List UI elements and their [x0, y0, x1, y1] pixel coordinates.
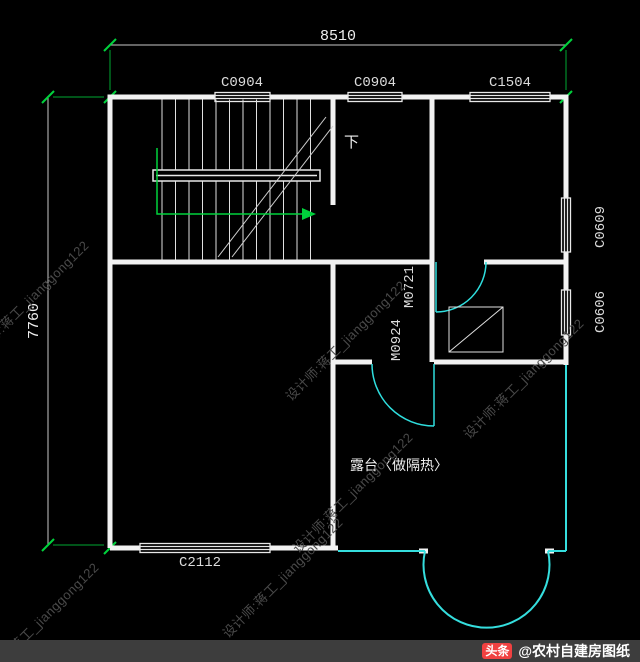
- door-m0721-symbol: [435, 261, 487, 313]
- staircase: [152, 99, 334, 260]
- window-c0904-2-symbol: [347, 91, 403, 103]
- window-c1504-symbol: [469, 91, 551, 103]
- door-label-m0721: M0721: [402, 266, 418, 308]
- window-c0609-symbol: [560, 197, 572, 253]
- window-symbols: [139, 91, 572, 554]
- terrace-label: 露台〈做隔热〉: [350, 458, 448, 475]
- dimension-width-label: 8510: [320, 28, 356, 45]
- dimension-lines: [47, 44, 566, 545]
- door-label-m0924: M0924: [389, 319, 405, 361]
- dimension-tick-marks: [41, 38, 573, 555]
- window-label-c0904-1: C0904: [221, 75, 263, 91]
- dimension-height-label: 7760: [26, 303, 43, 339]
- door-symbols: [371, 261, 487, 427]
- window-label-c0609: C0609: [593, 206, 609, 248]
- terrace-bay-arc: [422, 550, 551, 629]
- stair-break-line: [217, 116, 334, 258]
- dimension-extension-lines: [53, 50, 567, 546]
- door-m0924-symbol: [371, 363, 435, 427]
- toutiao-attribution-bar: 头条 @农村自建房图纸: [0, 640, 640, 662]
- stair-handrail: [152, 169, 321, 182]
- stair-down-label: 下: [344, 135, 359, 152]
- window-label-c0904-2: C0904: [354, 75, 396, 91]
- stair-direction-arrow: [156, 148, 316, 220]
- bathroom-fixture: [448, 306, 504, 353]
- walls: [107, 94, 569, 554]
- window-label-c1504: C1504: [489, 75, 531, 91]
- window-label-c0606: C0606: [593, 291, 609, 333]
- stair-treads: [161, 99, 311, 260]
- window-c2112-symbol: [139, 542, 271, 554]
- account-handle: @农村自建房图纸: [518, 643, 630, 659]
- window-c0606-symbol: [560, 289, 572, 336]
- window-label-c2112: C2112: [179, 555, 221, 571]
- toutiao-logo: 头条: [482, 643, 513, 659]
- floor-plan-drawing: 8510 7760 C0904 C0904 C1504 C0609 C0606 …: [26, 28, 609, 629]
- terrace-railing: [338, 365, 567, 629]
